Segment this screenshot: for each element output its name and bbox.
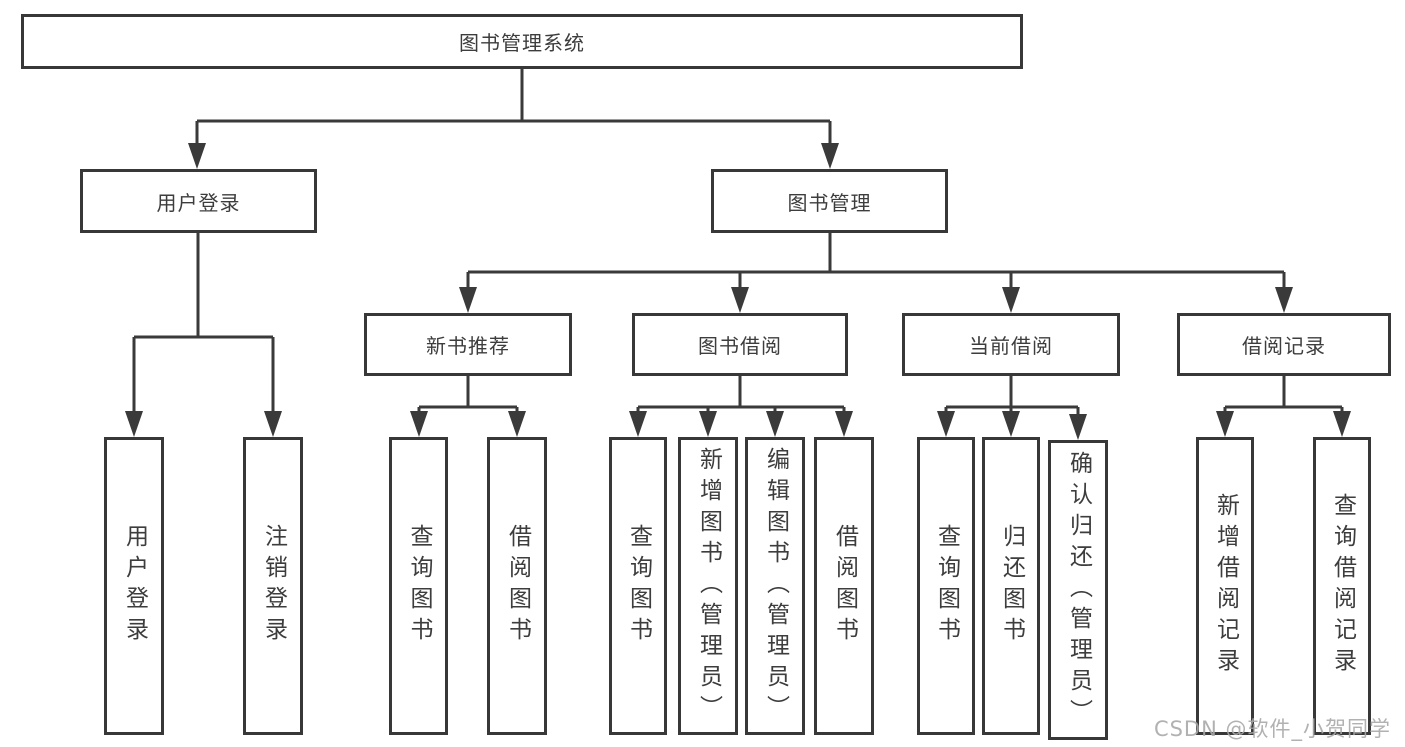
node-current-borrow: 当前借阅 bbox=[902, 313, 1120, 376]
node-book-management: 图书管理 bbox=[711, 169, 948, 233]
node-leaf-logout: 注销登录 bbox=[243, 437, 303, 735]
node-label: 查询借阅记录 bbox=[1329, 493, 1356, 679]
arrowheads bbox=[125, 143, 1351, 440]
arrowhead bbox=[699, 411, 717, 437]
arrowhead bbox=[629, 411, 647, 437]
node-leaf-query-borrow-record: 查询借阅记录 bbox=[1313, 437, 1371, 735]
connector-bookborrow-to-leaves bbox=[636, 376, 846, 414]
arrowhead bbox=[937, 411, 955, 437]
connector-root-to-level2 bbox=[195, 69, 832, 145]
arrowhead bbox=[459, 287, 477, 313]
node-leaf-confirm-return-admin: 确认归还（管理员） bbox=[1048, 440, 1108, 740]
connector-userlogin-to-leaves bbox=[132, 233, 275, 413]
node-label: 用户登录 bbox=[121, 524, 148, 648]
node-library-management-system: 图书管理系统 bbox=[21, 14, 1023, 69]
node-leaf-add-book-admin: 新增图书（管理员） bbox=[678, 437, 738, 735]
arrowhead bbox=[1002, 287, 1020, 313]
node-label: 新增借阅记录 bbox=[1212, 493, 1239, 679]
node-label: 图书管理 bbox=[787, 190, 872, 215]
node-label: 查询图书 bbox=[406, 524, 432, 648]
node-leaf-add-borrow-record: 新增借阅记录 bbox=[1196, 437, 1254, 735]
node-label: 查询图书 bbox=[933, 524, 960, 648]
arrowhead bbox=[264, 411, 282, 437]
node-leaf-query-book-current: 查询图书 bbox=[917, 437, 975, 735]
arrowhead bbox=[1002, 411, 1020, 437]
arrowhead bbox=[731, 287, 749, 313]
arrowhead bbox=[1333, 411, 1351, 437]
node-label: 编辑图书（管理员） bbox=[762, 446, 789, 726]
arrowhead bbox=[766, 411, 784, 437]
node-label: 当前借阅 bbox=[969, 334, 1053, 358]
node-leaf-borrow-book-rec: 借阅图书 bbox=[487, 437, 547, 735]
node-label: 图书管理系统 bbox=[459, 31, 585, 55]
connector-currentborrow-to-leaves bbox=[944, 376, 1080, 417]
node-label: 借阅图书 bbox=[504, 524, 531, 648]
node-leaf-query-book-rec: 查询图书 bbox=[389, 437, 448, 735]
connector-borrowrecords-to-leaves bbox=[1223, 376, 1344, 414]
node-label: 借阅图书 bbox=[831, 524, 858, 648]
node-user-login: 用户登录 bbox=[80, 169, 317, 233]
node-label: 查询图书 bbox=[625, 524, 652, 648]
arrowhead bbox=[1069, 414, 1087, 440]
node-label: 新增图书（管理员） bbox=[695, 446, 722, 726]
node-leaf-query-book-borrow: 查询图书 bbox=[609, 437, 667, 735]
csdn-watermark: CSDN @软件_小贺同学 bbox=[1153, 717, 1391, 741]
connector-newbookrec-to-leaves bbox=[417, 376, 519, 414]
node-new-book-recommend: 新书推荐 bbox=[364, 313, 572, 376]
arrowhead bbox=[410, 411, 428, 437]
node-leaf-return-book: 归还图书 bbox=[982, 437, 1040, 735]
arrowhead bbox=[125, 411, 143, 437]
arrowhead bbox=[188, 143, 206, 169]
arrowhead bbox=[821, 143, 839, 169]
connector-bookmgmt-to-level3 bbox=[466, 233, 1286, 289]
arrowhead bbox=[835, 411, 853, 437]
node-borrow-records: 借阅记录 bbox=[1177, 313, 1391, 376]
node-leaf-user-login: 用户登录 bbox=[104, 437, 164, 735]
node-label: 图书借阅 bbox=[698, 334, 782, 358]
node-label: 新书推荐 bbox=[426, 334, 510, 358]
arrowhead bbox=[1275, 287, 1293, 313]
node-label: 确认归还（管理员） bbox=[1065, 450, 1092, 730]
node-label: 归还图书 bbox=[998, 524, 1025, 648]
arrowhead bbox=[508, 411, 526, 437]
arrowhead bbox=[1216, 411, 1234, 437]
node-leaf-edit-book-admin: 编辑图书（管理员） bbox=[745, 437, 805, 735]
node-leaf-borrow-book: 借阅图书 bbox=[814, 437, 874, 735]
node-label: 注销登录 bbox=[260, 524, 287, 648]
node-label: 借阅记录 bbox=[1242, 334, 1326, 358]
node-book-borrow: 图书借阅 bbox=[632, 313, 848, 376]
node-label: 用户登录 bbox=[156, 190, 241, 215]
